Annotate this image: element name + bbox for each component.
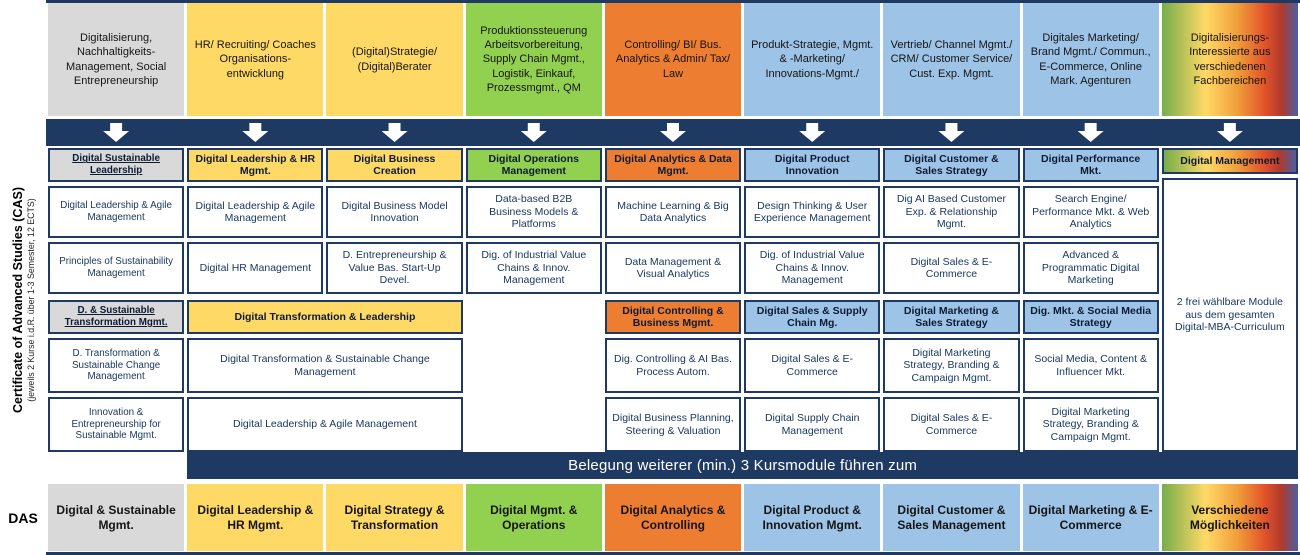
cas-group-digital-management: Digital Management 2 frei wählbare Modul…	[1161, 148, 1298, 452]
cas-title: Digital Controlling & Business Mgmt.	[604, 300, 742, 334]
das-cell: Digital Mgmt. & Operations	[465, 484, 602, 551]
cas-title: Digital Performance Mkt.	[1022, 148, 1159, 182]
cas-title: Digital Analytics & Data Mgmt.	[604, 148, 742, 182]
cas-course: Dig. of Industrial Value Chains & Innov.…	[465, 242, 602, 294]
arrow-band	[46, 119, 1300, 146]
cas-title: Digital Sustainable Leadership	[48, 148, 185, 182]
cas-course: Digital Leadership & Agile Management	[48, 186, 185, 238]
bottom-divider	[46, 552, 1300, 555]
cas-module-grid: Digital Sustainable Leadership Digital L…	[46, 148, 1300, 452]
audience-header: Digitalisierung, Nachhaltigkeits-Managem…	[48, 3, 185, 116]
down-arrow-icon	[520, 123, 547, 142]
das-cell: Digital Strategy & Transformation	[326, 484, 463, 551]
cas-group-marketing-sales: Digital Marketing & Sales Strategy Digit…	[883, 300, 1020, 452]
audience-header: Produkt-Strategie, Mgmt. & -Marketing/ I…	[744, 3, 881, 116]
cas-title: D. & Sustainable Transformation Mgmt.	[48, 300, 185, 334]
audience-header: Controlling/ BI/ Bus. Analytics & Admin/…	[604, 3, 742, 116]
cas-course: Principles of Sustainability Management	[48, 242, 185, 294]
cas-course: Dig. Controlling & AI Bas. Process Autom…	[604, 338, 742, 393]
down-arrow-icon	[938, 123, 965, 142]
cas-axis-label: Certificate of Advanced Studies (CAS) (j…	[0, 147, 46, 453]
cas-group-social-media: Dig. Mkt. & Social Media Strategy Social…	[1022, 300, 1159, 452]
cas-group-performance-marketing: Digital Performance Mkt. Search Engine/ …	[1022, 148, 1159, 294]
down-arrow-icon	[1077, 123, 1104, 142]
cas-title: Digital Transformation & Leadership	[187, 300, 463, 334]
cas-course: Digital Sales & E-Commerce	[883, 242, 1020, 294]
cas-course: D. Transformation & Sustainable Change M…	[48, 338, 185, 393]
down-arrow-icon	[659, 123, 686, 142]
cas-course: Data Management & Visual Analytics	[604, 242, 742, 294]
cas-title: Digital Operations Management	[465, 148, 602, 182]
cas-axis-title: Certificate of Advanced Studies (CAS)	[10, 187, 25, 413]
cas-axis-subtitle: (jeweils 2 Kurse i.d.R. über 1-3 Semeste…	[25, 198, 36, 402]
cas-title: Digital Customer & Sales Strategy	[883, 148, 1020, 182]
cas-course: Machine Learning & Big Data Analytics	[604, 186, 742, 238]
cas-course: Dig. of Industrial Value Chains & Innov.…	[744, 242, 881, 294]
cas-title: Digital Business Creation	[326, 148, 463, 182]
audience-header: HR/ Recruiting/ Coaches Organisations-en…	[187, 3, 324, 116]
cas-course: Dig AI Based Customer Exp. & Relationshi…	[883, 186, 1020, 238]
das-row: Digital & Sustainable Mgmt. Digital Lead…	[46, 484, 1300, 551]
das-cell: Digital Marketing & E-Commerce	[1022, 484, 1159, 551]
cas-group-sustainable-transformation: D. & Sustainable Transformation Mgmt. D.…	[48, 300, 185, 452]
das-cell: Verschiedene Möglichkeiten	[1161, 484, 1298, 551]
down-arrow-icon	[799, 123, 826, 142]
cas-course: Innovation & Entrepreneurship for Sustai…	[48, 397, 185, 452]
cas-group-leadership-hr: Digital Leadership & HR Mgmt. Digital Le…	[187, 148, 324, 294]
cas-title: Digital Sales & Supply Chain Mg.	[744, 300, 881, 334]
cas-course: Digital Business Planning, Steering & Va…	[604, 397, 742, 452]
down-arrow-icon	[103, 123, 130, 142]
cas-group-analytics-data: Digital Analytics & Data Mgmt. Machine L…	[604, 148, 742, 294]
cas-group-business-creation: Digital Business Creation Digital Busine…	[326, 148, 463, 294]
audience-header: Digitalisierungs-Interessierte aus versc…	[1161, 3, 1298, 116]
das-cell: Digital Leadership & HR Mgmt.	[187, 484, 324, 551]
cas-course: Data-based B2B Business Models & Platfor…	[465, 186, 602, 238]
audience-header: Vertrieb/ Channel Mgmt./ CRM/ Customer S…	[883, 3, 1020, 116]
cas-course: Digital Transformation & Sustainable Cha…	[187, 338, 463, 393]
cas-course: Design Thinking & User Experience Manage…	[744, 186, 881, 238]
cas-course: Digital Supply Chain Management	[744, 397, 881, 452]
cas-course: D. Entrepreneurship & Value Bas. Start-U…	[326, 242, 463, 294]
cas-course: Social Media, Content & Influencer Mkt.	[1022, 338, 1159, 393]
cas-course: Search Engine/ Performance Mkt. & Web An…	[1022, 186, 1159, 238]
cas-group-customer-sales: Digital Customer & Sales Strategy Dig AI…	[883, 148, 1020, 294]
cas-group-product-innovation: Digital Product Innovation Design Thinki…	[744, 148, 881, 294]
down-arrow-icon	[1216, 123, 1243, 142]
das-banner: Belegung weiterer (min.) 3 Kursmodule fü…	[187, 452, 1298, 479]
cas-title: Digital Product Innovation	[744, 148, 881, 182]
cas-course: Digital Marketing Strategy, Branding & C…	[883, 338, 1020, 393]
cas-title: Digital Leadership & HR Mgmt.	[187, 148, 324, 182]
cas-title: Digital Marketing & Sales Strategy	[883, 300, 1020, 334]
das-cell: Digital Customer & Sales Management	[883, 484, 1020, 551]
cas-elective-note: 2 frei wählbare Module aus dem gesamten …	[1161, 178, 1298, 452]
das-cell: Digital Product & Innovation Mgmt.	[744, 484, 881, 551]
cas-course: Digital Leadership & Agile Management	[187, 397, 463, 452]
audience-header-row: Digitalisierung, Nachhaltigkeits-Managem…	[46, 3, 1300, 116]
cas-group-controlling: Digital Controlling & Business Mgmt. Dig…	[604, 300, 742, 452]
banner-row: Belegung weiterer (min.) 3 Kursmodule fü…	[46, 452, 1300, 479]
cas-group-sales-supply-chain: Digital Sales & Supply Chain Mg. Digital…	[744, 300, 881, 452]
cas-course: Digital Sales & E-Commerce	[744, 338, 881, 393]
das-cell: Digital & Sustainable Mgmt.	[48, 484, 185, 551]
audience-header: Digitales Marketing/ Brand Mgmt./ Commun…	[1022, 3, 1159, 116]
cas-course: Digital Business Model Innovation	[326, 186, 463, 238]
cas-course: Digital HR Management	[187, 242, 324, 294]
cas-course: Advanced & Programmatic Digital Marketin…	[1022, 242, 1159, 294]
cas-course: Digital Leadership & Agile Management	[187, 186, 324, 238]
das-axis-label: DAS	[8, 509, 38, 526]
cas-group-operations: Digital Operations Management Data-based…	[465, 148, 602, 294]
cas-course: Digital Marketing Strategy, Branding & C…	[1022, 397, 1159, 452]
das-cell: Digital Analytics & Controlling	[604, 484, 742, 551]
cas-course: Digital Sales & E-Commerce	[883, 397, 1020, 452]
cas-group-transformation-leadership: Digital Transformation & Leadership Digi…	[187, 300, 463, 452]
cas-title: Digital Management	[1161, 148, 1298, 174]
cas-title: Dig. Mkt. & Social Media Strategy	[1022, 300, 1159, 334]
down-arrow-icon	[242, 123, 269, 142]
down-arrow-icon	[381, 123, 408, 142]
cas-group-sustainable-leadership: Digital Sustainable Leadership Digital L…	[48, 148, 185, 294]
top-divider	[46, 0, 1300, 3]
audience-header: Produktionssteuerung Arbeitsvorbereitung…	[465, 3, 602, 116]
audience-header: (Digital)Strategie/ (Digital)Berater	[326, 3, 463, 116]
